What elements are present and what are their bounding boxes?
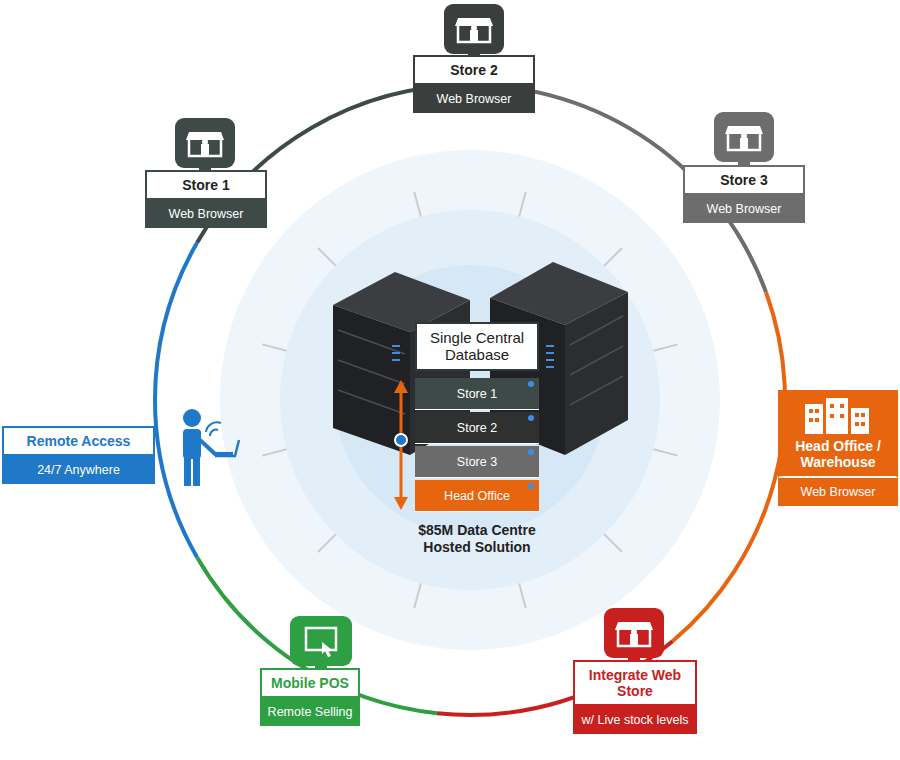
- tick-mark: [654, 449, 678, 455]
- store-card: Store 1Web Browser: [145, 170, 267, 228]
- office-card: Head Office / WarehouseWeb Browser: [778, 390, 898, 506]
- tick-mark: [318, 534, 336, 552]
- store-card: Store 3Web Browser: [683, 165, 805, 223]
- database-row: Store 2: [415, 412, 539, 444]
- box-subtitle: Web Browser: [683, 195, 805, 223]
- store-icon: [714, 112, 774, 172]
- ring-arc: [672, 292, 785, 641]
- row-label: Store 1: [415, 378, 539, 410]
- store-icon: [175, 118, 235, 178]
- tick-mark: [654, 344, 678, 350]
- mobile-icon: [290, 616, 352, 672]
- box-subtitle: 24/7 Anywhere: [2, 456, 155, 484]
- database-header: Single Central Database: [415, 322, 539, 371]
- caption-label: $85M Data Centre Hosted Solution: [397, 522, 557, 556]
- box-subtitle: Remote Selling: [260, 698, 360, 726]
- tick-mark: [604, 534, 622, 552]
- sync-arrow: [394, 380, 408, 510]
- box-title: Integrate Web Store: [573, 660, 697, 706]
- tick-mark: [414, 192, 420, 216]
- tick-mark: [262, 449, 286, 455]
- pos-card: Mobile POSRemote Selling: [260, 668, 360, 726]
- ring-arc: [197, 558, 437, 714]
- row-label: Store 2: [415, 412, 539, 444]
- box-subtitle: Web Browser: [413, 85, 535, 113]
- database-row: Store 3: [415, 446, 539, 478]
- access-card: Remote Access24/7 Anywhere: [2, 426, 155, 484]
- person-figure: [183, 409, 239, 486]
- box-title: Store 3: [683, 165, 805, 195]
- server-rack: [333, 262, 628, 455]
- database-row: Store 1: [415, 378, 539, 410]
- tick-mark: [318, 248, 336, 266]
- row-label: Head Office: [415, 480, 539, 512]
- tick-mark: [519, 584, 525, 608]
- box-title: Head Office / Warehouse: [778, 390, 898, 478]
- box-title: Store 2: [413, 55, 535, 85]
- tick-mark: [262, 344, 286, 350]
- box-subtitle: w/ Live stock levels: [573, 706, 697, 734]
- box-subtitle: Web Browser: [145, 200, 267, 228]
- database-row: Head Office: [415, 480, 539, 512]
- box-subtitle: Web Browser: [778, 478, 898, 506]
- row-label: Store 3: [415, 446, 539, 478]
- box-title: Mobile POS: [260, 668, 360, 698]
- store-icon: [604, 608, 664, 668]
- tick-mark: [414, 584, 420, 608]
- webstore-card: Integrate Web Storew/ Live stock levels: [573, 660, 697, 734]
- ring-arc: [155, 243, 197, 558]
- store-card: Store 2Web Browser: [413, 55, 535, 113]
- box-title: Store 1: [145, 170, 267, 200]
- box-title: Single Central Database: [415, 322, 539, 371]
- box-title: Remote Access: [2, 426, 155, 456]
- tick-mark: [604, 248, 622, 266]
- tick-mark: [519, 192, 525, 216]
